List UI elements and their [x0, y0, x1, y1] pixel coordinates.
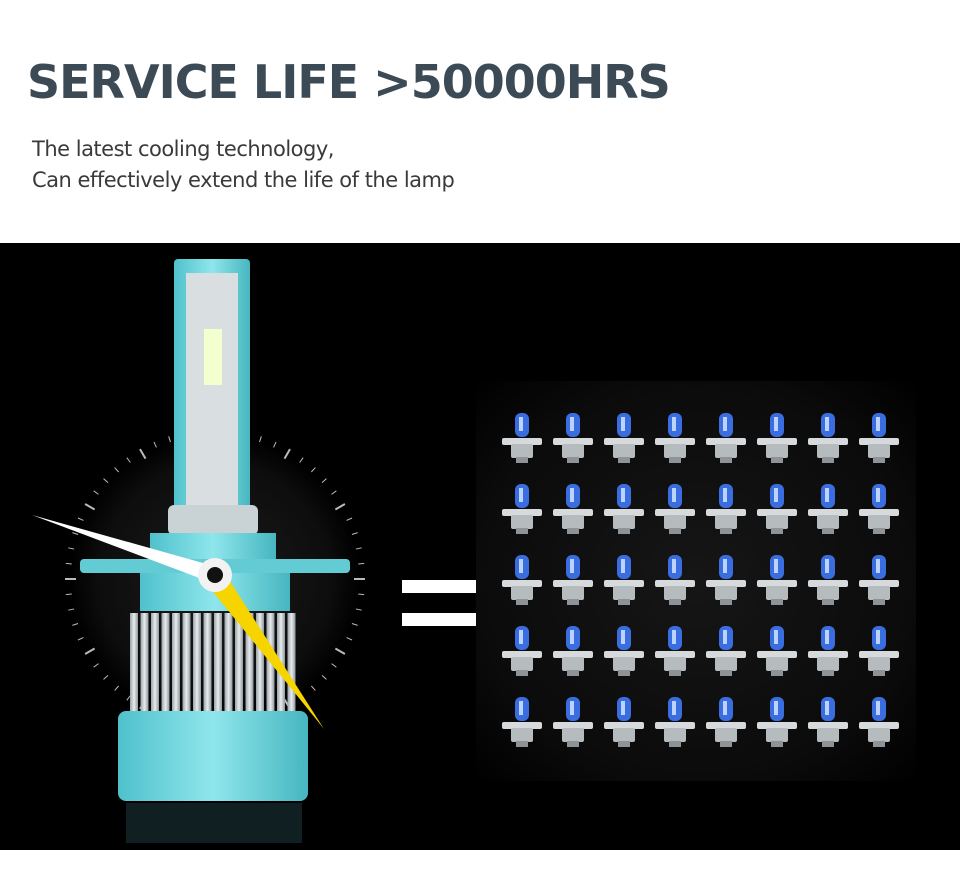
- clock-minute-hand: [32, 515, 218, 585]
- halogen-bulb: [655, 484, 695, 534]
- comparison-panel: [0, 243, 960, 850]
- halogen-bulb-grid: [476, 381, 916, 781]
- halogen-bulb: [502, 484, 542, 534]
- halogen-bulbs: [502, 413, 899, 747]
- halogen-bulb: [706, 626, 746, 676]
- halogen-bulb: [553, 697, 593, 747]
- halogen-bulb: [859, 697, 899, 747]
- headline: SERVICE LIFE >50000HRS: [27, 55, 671, 109]
- halogen-bulb: [553, 555, 593, 605]
- halogen-bulb: [808, 626, 848, 676]
- halogen-bulb: [859, 555, 899, 605]
- halogen-bulb: [502, 413, 542, 463]
- halogen-bulb: [706, 697, 746, 747]
- halogen-bulb: [655, 413, 695, 463]
- header-section: SERVICE LIFE >50000HRS The latest coolin…: [0, 0, 960, 243]
- halogen-bulb: [757, 555, 797, 605]
- led-chip: [204, 329, 222, 385]
- halogen-bulb: [553, 413, 593, 463]
- halogen-bulb: [859, 626, 899, 676]
- subtext-line-2: Can effectively extend the life of the l…: [32, 168, 455, 192]
- halogen-bulb: [604, 555, 644, 605]
- halogen-bulb: [808, 697, 848, 747]
- halogen-bulb: [808, 484, 848, 534]
- halogen-bulb: [706, 484, 746, 534]
- subtext-line-1: The latest cooling technology,: [32, 137, 334, 161]
- halogen-bulb: [655, 626, 695, 676]
- halogen-bulb: [757, 484, 797, 534]
- halogen-bulb: [604, 626, 644, 676]
- halogen-bulb: [553, 484, 593, 534]
- halogen-bulb: [706, 555, 746, 605]
- halogen-bulb: [502, 555, 542, 605]
- halogen-bulb: [604, 484, 644, 534]
- led-lamp-illustration: [32, 259, 365, 843]
- halogen-bulb: [859, 413, 899, 463]
- halogen-bulb: [604, 697, 644, 747]
- bottom-strip: [0, 850, 960, 871]
- halogen-bulb: [655, 555, 695, 605]
- halogen-bulb: [706, 413, 746, 463]
- halogen-bulb: [757, 697, 797, 747]
- halogen-bulb: [859, 484, 899, 534]
- subtext: The latest cooling technology, Can effec…: [32, 134, 455, 196]
- clock-hour-hand: [206, 575, 324, 729]
- lamp-body: [80, 259, 350, 843]
- halogen-bulb: [604, 413, 644, 463]
- halogen-bulb: [808, 555, 848, 605]
- halogen-bulb: [757, 413, 797, 463]
- halogen-bulb: [502, 626, 542, 676]
- halogen-bulb: [655, 697, 695, 747]
- halogen-bulb: [808, 413, 848, 463]
- halogen-bulb: [502, 697, 542, 747]
- halogen-bulb: [757, 626, 797, 676]
- halogen-bulb: [553, 626, 593, 676]
